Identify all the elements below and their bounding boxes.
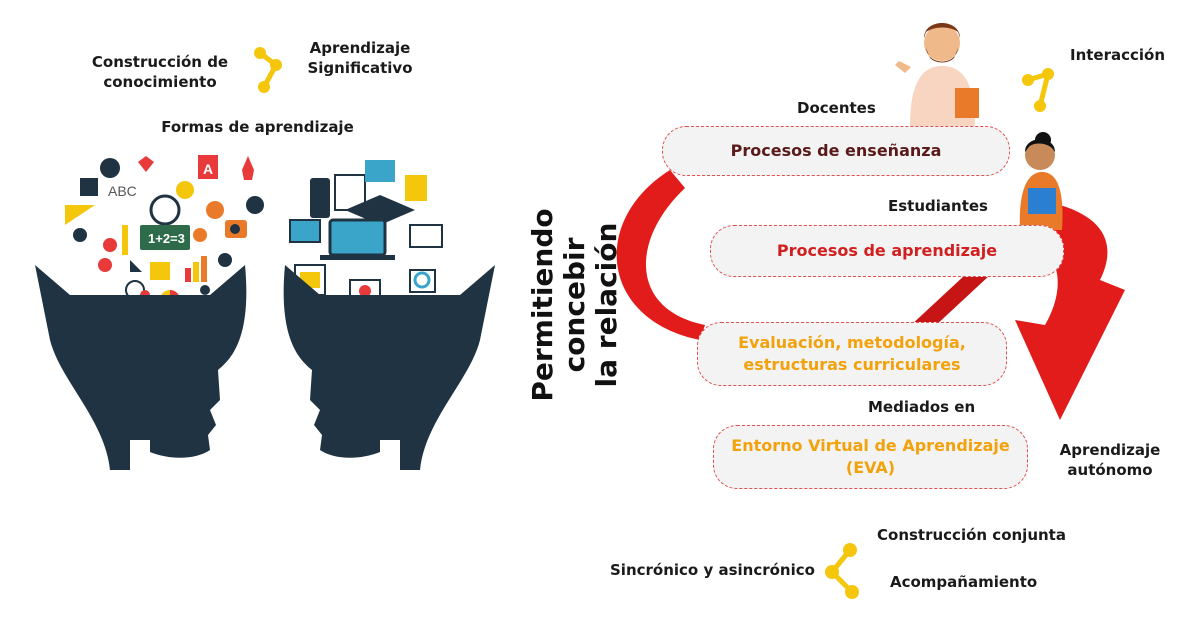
teacher-figure — [895, 23, 979, 126]
procesos-ensenanza-text: Procesos de enseñanza — [730, 141, 942, 160]
aprendizaje-autonomo-label: Aprendizaje autónomo — [1059, 441, 1161, 479]
connector-icon-interaccion — [1022, 68, 1054, 112]
connector-icon-left — [254, 47, 282, 93]
mediados-label: Mediados en — [868, 398, 976, 416]
procesos-aprendizaje-text: Procesos de aprendizaje — [776, 241, 998, 260]
sincronico-label: Sincrónico y asincrónico — [610, 561, 815, 579]
red-arrow-left — [616, 170, 705, 340]
svg-text:ABC: ABC — [108, 183, 137, 199]
pill-procesos-aprendizaje: Procesos de aprendizaje — [710, 225, 1064, 277]
eva-text: Entorno Virtual de Aprendizaje (EVA) — [731, 436, 1010, 477]
acompanamiento-label: Acompañamiento — [890, 573, 1038, 591]
icons-cloud-right — [289, 160, 443, 303]
docentes-label: Docentes — [797, 99, 876, 117]
head-learning-right — [283, 160, 495, 470]
estudiantes-label: Estudiantes — [888, 197, 988, 215]
student-figure — [1019, 132, 1063, 230]
head-learning-left: A ABC 1+2=3 — [35, 155, 264, 470]
pill-eva: Entorno Virtual de Aprendizaje (EVA) — [713, 425, 1028, 489]
formas-aprendizaje-label: Formas de aprendizaje — [161, 118, 354, 136]
head-silhouette-right — [283, 265, 495, 470]
aprendizaje-significativo-label: Aprendizaje Significativo — [307, 39, 413, 77]
svg-text:1+2=3: 1+2=3 — [148, 231, 185, 246]
pill-procesos-ensenanza: Procesos de enseñanza — [662, 126, 1010, 176]
svg-text:A: A — [203, 161, 213, 177]
construccion-conocimiento-label: Construcción de conocimiento — [91, 53, 229, 91]
evaluacion-text: Evaluación, metodología, estructuras cur… — [738, 333, 966, 374]
head-silhouette-left — [35, 265, 247, 470]
pill-evaluacion: Evaluación, metodología, estructuras cur… — [697, 322, 1007, 386]
connector-icon-bottom — [825, 543, 859, 599]
construccion-conjunta-label: Construcción conjunta — [877, 526, 1066, 544]
red-arrow-right — [1015, 205, 1125, 420]
interaccion-label: Interacción — [1070, 46, 1166, 64]
